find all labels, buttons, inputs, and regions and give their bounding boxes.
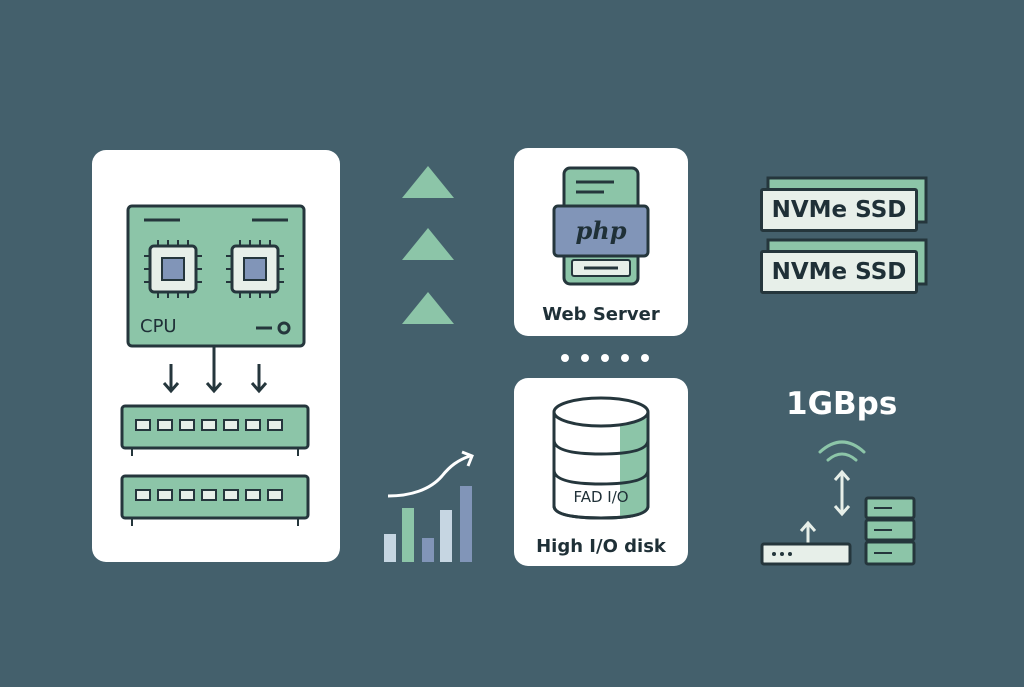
dotted-connector-icon xyxy=(561,354,649,362)
disk-caption: High I/O disk xyxy=(536,536,666,557)
ssd-drive-1: NVMe SSD xyxy=(760,188,918,232)
motherboard-icon xyxy=(120,204,310,526)
disk-inner-label: FAD I/O xyxy=(573,488,629,506)
database-icon xyxy=(552,396,650,520)
arrow-down-icon xyxy=(162,346,268,394)
ram-module-icon xyxy=(120,474,310,526)
router-icon xyxy=(760,542,852,566)
arrow-up-icon xyxy=(799,520,817,544)
hardware-card: CPU xyxy=(92,150,340,562)
cpu-label: CPU xyxy=(140,316,177,337)
arrow-updown-icon xyxy=(833,469,851,517)
php-server-icon xyxy=(552,166,650,286)
web-server-card: php Web Server xyxy=(514,148,688,336)
server-stack-icon xyxy=(864,496,916,566)
network-speed-label: 1GBps xyxy=(786,386,898,422)
web-server-caption: Web Server xyxy=(542,304,660,325)
wifi-icon xyxy=(818,440,866,462)
disk-card: FAD I/O High I/O disk xyxy=(514,378,688,566)
cpu-chip-icon xyxy=(226,240,284,298)
cpu-chip-icon xyxy=(144,240,202,298)
triangle-up-icon xyxy=(402,166,454,324)
php-label: php xyxy=(575,216,627,245)
ssd-drive-2: NVMe SSD xyxy=(760,250,918,294)
trend-chart-icon xyxy=(384,450,474,562)
ram-module-icon xyxy=(120,404,310,456)
network-icon-group xyxy=(760,440,916,566)
